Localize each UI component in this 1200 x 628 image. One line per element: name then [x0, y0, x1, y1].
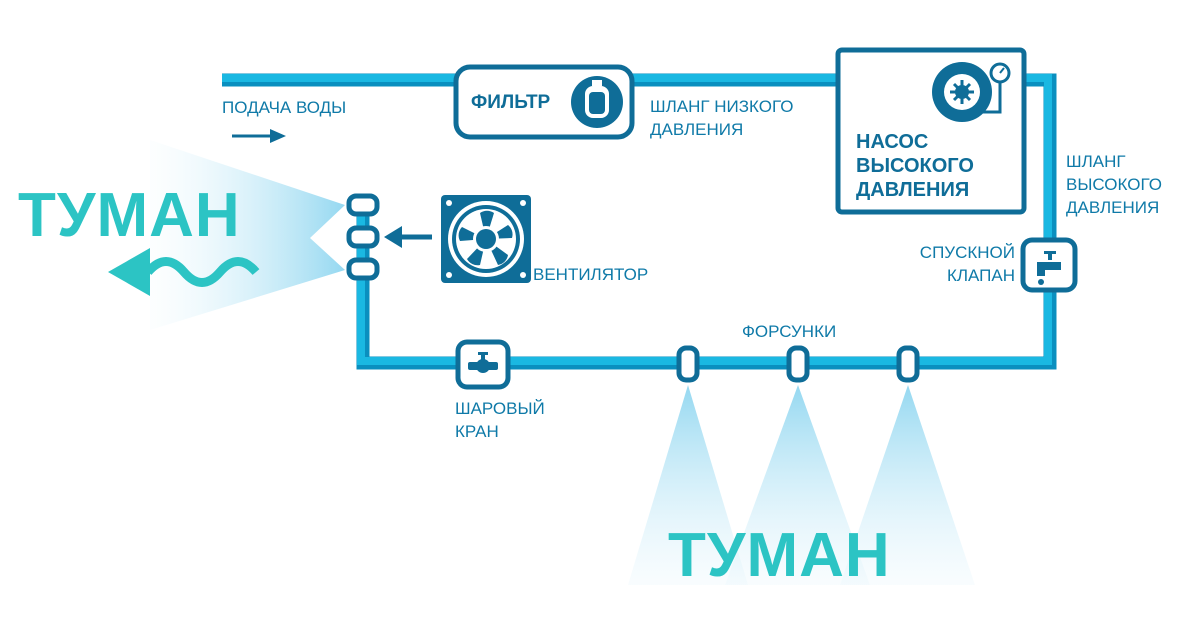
- pressure-gauge-icon: [975, 62, 1011, 114]
- mist-cone: [725, 385, 870, 585]
- ball-valve-icon: [468, 352, 498, 373]
- filter-tank-icon: [571, 76, 623, 128]
- ball-valve[interactable]: [455, 339, 511, 390]
- high-pressure-hose-label: ШЛАНГ ВЫСОКОГО ДАВЛЕНИЯ: [1066, 152, 1162, 217]
- pipe-network: [222, 73, 1057, 370]
- faucet-icon: [1037, 251, 1061, 285]
- water-supply-label: ПОДАЧА ВОДЫ: [222, 98, 347, 117]
- low-pressure-hose-label: ШЛАНГ НИЗКОГО ДАВЛЕНИЯ: [650, 97, 794, 139]
- nozzles-bottom: [676, 345, 920, 383]
- mist-cone: [840, 385, 975, 585]
- mist-cone: [628, 385, 748, 585]
- nozzle[interactable]: [896, 345, 920, 383]
- fan-icon[interactable]: [441, 195, 531, 283]
- filter-label: ФИЛЬТР: [471, 92, 551, 113]
- wave-arrow-icon: [108, 248, 260, 296]
- nozzles-left: [346, 193, 380, 281]
- nozzle[interactable]: [346, 257, 380, 281]
- fan-label: ВЕНТИЛЯТОР: [533, 265, 649, 284]
- nozzle[interactable]: [346, 225, 380, 249]
- mist-cones-bottom: [628, 385, 975, 585]
- nozzle[interactable]: [676, 345, 700, 383]
- nozzles-label: ФОРСУНКИ: [742, 322, 837, 341]
- fog-left-label: ТУМАН: [18, 181, 241, 250]
- pump-gear-icon: [932, 62, 992, 122]
- pump-label: НАСОС ВЫСОКОГО ДАВЛЕНИЯ: [856, 131, 974, 201]
- drain-valve[interactable]: [1020, 237, 1078, 293]
- fog-bottom-label: ТУМАН: [668, 521, 891, 590]
- nozzle[interactable]: [346, 193, 380, 217]
- drain-valve-label: СПУСКНОЙ КЛАПАН: [919, 243, 1015, 285]
- filter-box[interactable]: [453, 64, 635, 140]
- arrow-right-icon: [232, 129, 286, 143]
- pump-box[interactable]: [835, 47, 1027, 215]
- nozzle[interactable]: [786, 345, 810, 383]
- ball-valve-label: ШАРОВЫЙ КРАН: [455, 399, 545, 441]
- arrow-left-icon: [384, 226, 432, 248]
